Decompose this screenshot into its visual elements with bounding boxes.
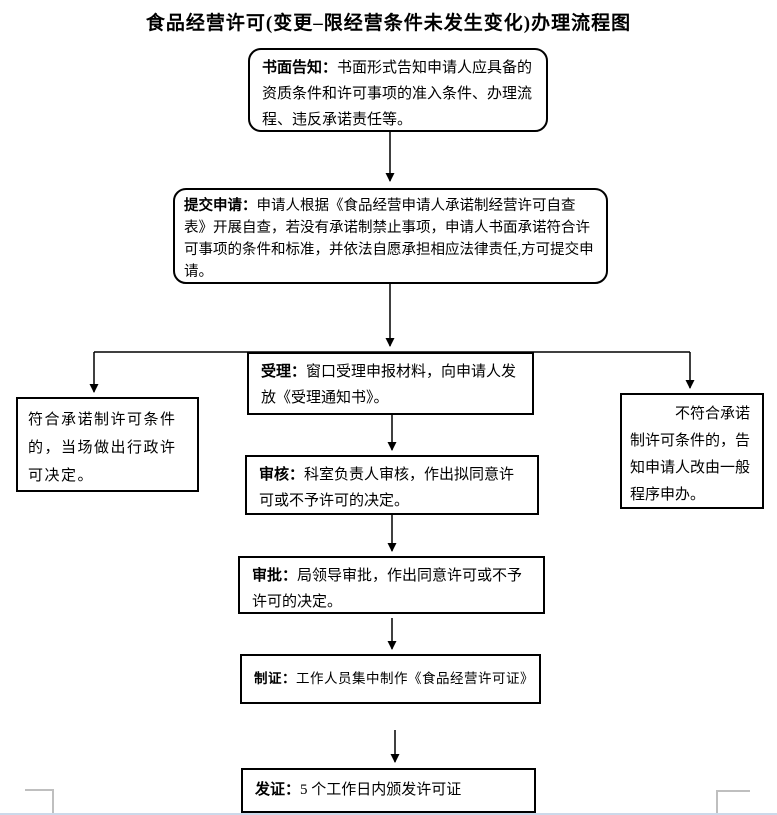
node-acceptance: 受理：窗口受理申报材料，向申请人发放《受理通知书》。 bbox=[247, 352, 534, 415]
node-text: 工作人员集中制作《食品经营许可证》 bbox=[296, 671, 534, 686]
node-general-procedure: 不符合承诺制许可条件的，告知申请人改由一般程序申办。 bbox=[620, 393, 764, 509]
node-text: 5 个工作日内颁发许可证 bbox=[300, 782, 462, 798]
node-label: 制证： bbox=[254, 671, 296, 686]
node-submit-application: 提交申请：申请人根据《食品经营申请人承诺制经营许可自查表》开展自查，若没有承诺制… bbox=[173, 188, 608, 284]
node-label: 提交申请： bbox=[184, 198, 257, 214]
page-title: 食品经营许可(变更–限经营条件未发生变化)办理流程图 bbox=[145, 13, 632, 34]
node-issue-certificate: 发证：5 个工作日内颁发许可证 bbox=[241, 768, 536, 813]
node-text: 申请人根据《食品经营申请人承诺制经营许可自查表》开展自查，若没有承诺制禁止事项，… bbox=[184, 198, 594, 280]
node-approval: 审批：局领导审批，作出同意许可或不予许可的决定。 bbox=[238, 556, 545, 614]
node-text: 符合承诺制许可条件的，当场做出行政许可决定。 bbox=[28, 412, 177, 484]
node-text: 窗口受理申报材料，向申请人发放《受理通知书》。 bbox=[261, 364, 517, 406]
node-label: 书面告知： bbox=[262, 60, 338, 76]
node-label: 审批： bbox=[252, 568, 298, 584]
node-text: 科室负责人审核，作出拟同意许可或不予许可的决定。 bbox=[259, 467, 515, 509]
node-onsite-decision: 符合承诺制许可条件的，当场做出行政许可决定。 bbox=[16, 397, 199, 492]
node-label: 发证： bbox=[255, 782, 301, 798]
node-label: 审核： bbox=[259, 467, 305, 483]
node-written-notice: 书面告知：书面形式告知申请人应具备的资质条件和许可事项的准入条件、办理流程、违反… bbox=[248, 48, 548, 132]
page-margin-mark-bottom-left-v bbox=[52, 789, 54, 815]
node-label: 受理： bbox=[261, 364, 307, 380]
page-margin-mark-bottom-left-h bbox=[25, 789, 54, 791]
page-bottom-edge-line bbox=[0, 813, 777, 815]
node-review: 审核：科室负责人审核，作出拟同意许可或不予许可的决定。 bbox=[245, 455, 539, 515]
page-margin-mark-bottom-right-v bbox=[716, 790, 718, 815]
node-make-certificate: 制证：工作人员集中制作《食品经营许可证》 bbox=[240, 654, 541, 704]
node-text: 不符合承诺制许可条件的，告知申请人改由一般程序申办。 bbox=[630, 406, 751, 503]
node-text: 书面形式告知申请人应具备的资质条件和许可事项的准入条件、办理流程、违反承诺责任等… bbox=[262, 60, 533, 128]
node-text: 局领导审批，作出同意许可或不予许可的决定。 bbox=[252, 568, 523, 610]
page-margin-mark-bottom-right-h bbox=[717, 790, 750, 792]
